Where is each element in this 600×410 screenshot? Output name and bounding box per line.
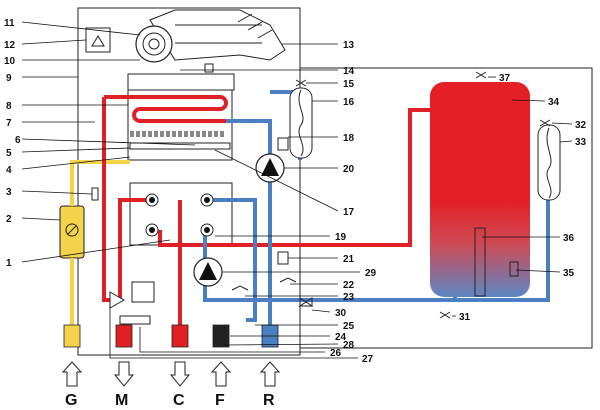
- label-20: 20: [343, 164, 355, 175]
- pump-20: [255, 153, 285, 183]
- gas-line: [59, 160, 130, 348]
- pump-29: [193, 257, 223, 287]
- label-27: 27: [362, 354, 374, 365]
- leader-lines-left: [21, 21, 196, 263]
- leader-lines-right: [109, 43, 360, 359]
- label-5: 5: [6, 148, 12, 159]
- port-label-f: F: [215, 392, 225, 409]
- label-18: 18: [343, 133, 355, 144]
- label-12: 12: [4, 40, 16, 51]
- label-34: 34: [548, 97, 560, 108]
- flue-fan-group: [85, 9, 286, 91]
- label-3: 3: [6, 187, 12, 198]
- label-22: 22: [343, 280, 355, 291]
- valves-fittings: [231, 71, 551, 319]
- label-30: 30: [335, 308, 347, 319]
- label-36: 36: [563, 233, 575, 244]
- hydraulic-connectors: [145, 193, 214, 237]
- label-10: 10: [4, 56, 16, 67]
- port-arrow-r: [259, 361, 281, 387]
- label-11: 11: [4, 18, 15, 29]
- label-35: 35: [563, 268, 575, 279]
- label-2: 2: [6, 214, 12, 225]
- label-25: 25: [343, 321, 355, 332]
- label-24: 24: [335, 332, 347, 343]
- port-label-m: M: [115, 392, 128, 409]
- label-19: 19: [335, 232, 347, 243]
- label-14: 14: [343, 66, 355, 77]
- label-1: 1: [6, 258, 12, 269]
- label-21: 21: [343, 254, 355, 265]
- heat-exchanger: [104, 89, 233, 161]
- label-13: 13: [343, 40, 355, 51]
- label-8: 8: [6, 101, 12, 112]
- label-32: 32: [575, 120, 587, 131]
- label-6: 6: [15, 135, 21, 146]
- label-31: 31: [459, 312, 471, 323]
- label-4: 4: [6, 165, 12, 176]
- label-29: 29: [365, 268, 377, 279]
- label-26: 26: [330, 348, 342, 359]
- label-33: 33: [575, 137, 587, 148]
- system-outline: [299, 67, 593, 349]
- port-label-c: C: [173, 392, 185, 409]
- expansion-vessel-16: [289, 87, 313, 159]
- label-28: 28: [343, 340, 355, 351]
- label-9: 9: [6, 73, 12, 84]
- label-15: 15: [343, 79, 355, 90]
- port-arrows: [61, 361, 281, 387]
- leader-lines-tank: [452, 76, 573, 317]
- diverter-valve: [109, 281, 155, 325]
- label-37: 37: [499, 73, 511, 84]
- label-17: 17: [343, 207, 355, 218]
- storage-tank: [430, 82, 530, 297]
- label-23: 23: [343, 292, 355, 303]
- port-label-g: G: [65, 392, 77, 409]
- label-16: 16: [343, 97, 355, 108]
- port-arrow-m: [113, 361, 135, 387]
- port-arrow-c: [169, 361, 191, 387]
- port-arrow-g: [61, 361, 83, 387]
- port-label-r: R: [263, 392, 275, 409]
- expansion-vessel-33: [537, 124, 561, 201]
- port-arrow-f: [210, 361, 232, 387]
- label-7: 7: [6, 118, 12, 129]
